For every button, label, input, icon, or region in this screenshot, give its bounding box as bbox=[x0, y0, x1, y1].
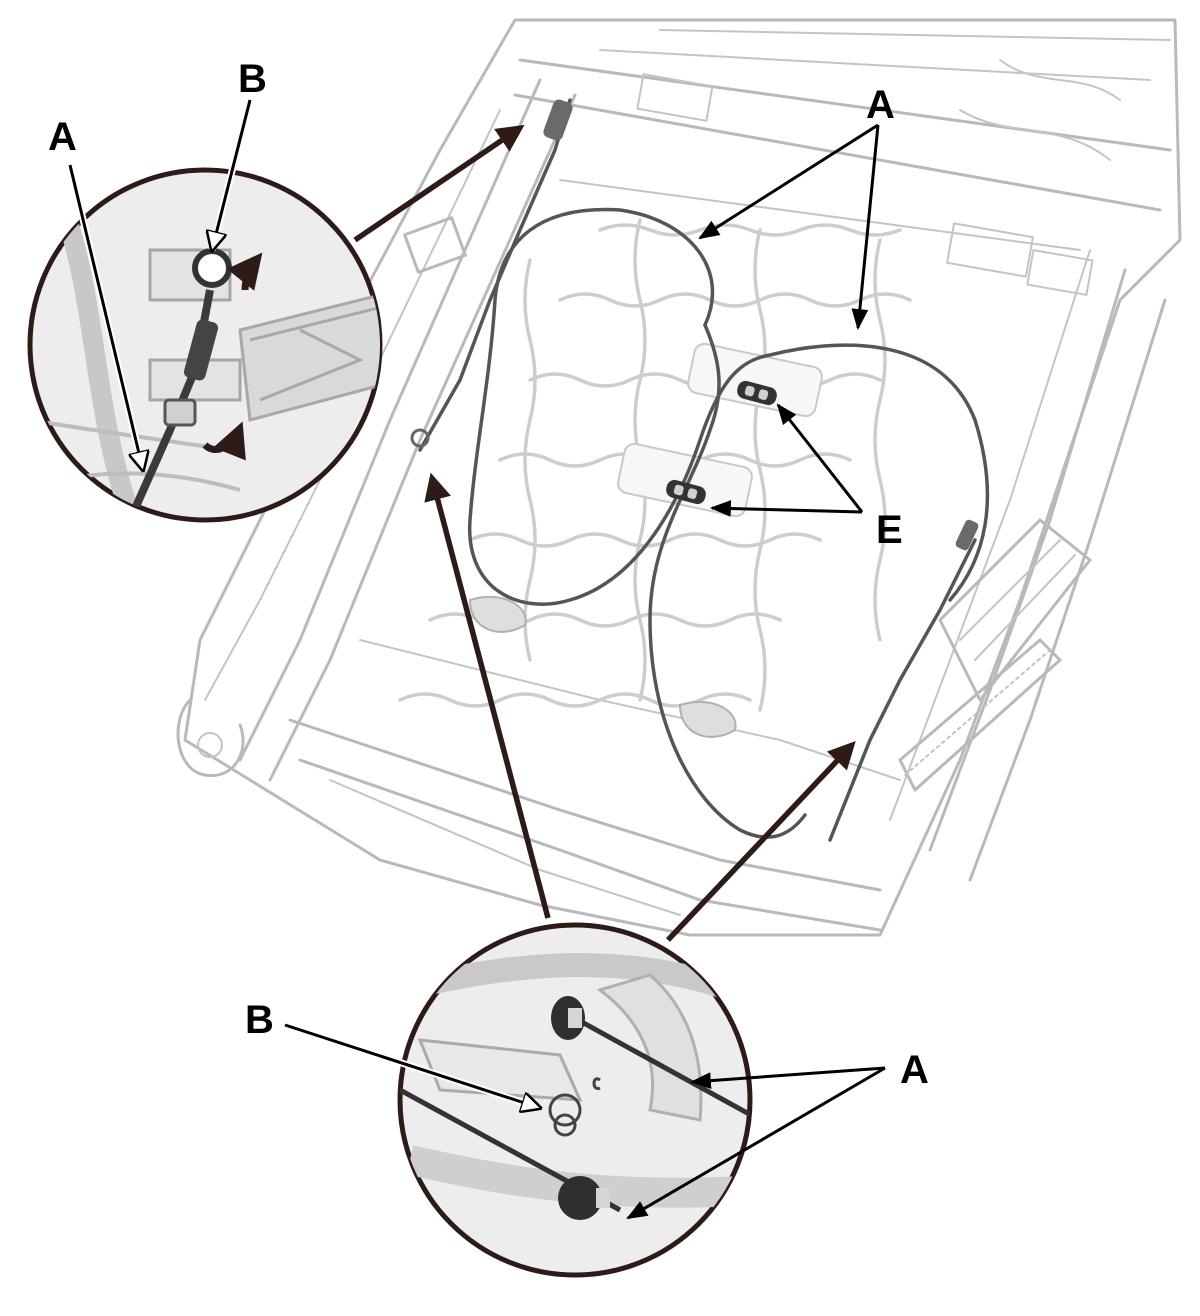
clip-upper bbox=[737, 380, 777, 406]
leader-bottom-a-1 bbox=[689, 1066, 886, 1090]
leader-top-left-b bbox=[212, 99, 252, 250]
callout-top-left-b: B bbox=[238, 57, 267, 101]
curved-arrow-right-icon bbox=[202, 421, 246, 461]
callout-labels: A B A E B A bbox=[48, 57, 929, 1092]
callout-e: E bbox=[876, 508, 903, 552]
pointer-top-detail bbox=[353, 124, 525, 243]
callout-bottom-a: A bbox=[900, 1048, 929, 1092]
leader-top-right-a-2 bbox=[851, 124, 880, 331]
seat-frame bbox=[176, 18, 1182, 937]
clip-lower bbox=[666, 479, 706, 505]
callout-bottom-b: B bbox=[245, 998, 274, 1042]
leader-top-left-a bbox=[68, 164, 143, 470]
pointer-bottom-detail-right bbox=[665, 740, 856, 942]
seat-springs bbox=[398, 218, 912, 738]
callout-top-left-a: A bbox=[48, 115, 77, 159]
leader-lines bbox=[353, 123, 880, 942]
pointer-bottom-detail-left bbox=[424, 472, 551, 919]
detail-circle-bottom bbox=[283, 922, 886, 1278]
cable-harness bbox=[410, 98, 990, 842]
callout-top-right-a: A bbox=[866, 83, 895, 127]
curved-arrow-up-icon bbox=[226, 252, 263, 291]
leader-bottom-a-2 bbox=[626, 1066, 886, 1220]
leader-bottom-b bbox=[284, 1023, 540, 1108]
detail-circle-top-left bbox=[27, 99, 383, 523]
leader-e-1 bbox=[776, 403, 864, 513]
leader-top-right-a-1 bbox=[698, 123, 879, 240]
leader-e-2 bbox=[709, 500, 863, 517]
